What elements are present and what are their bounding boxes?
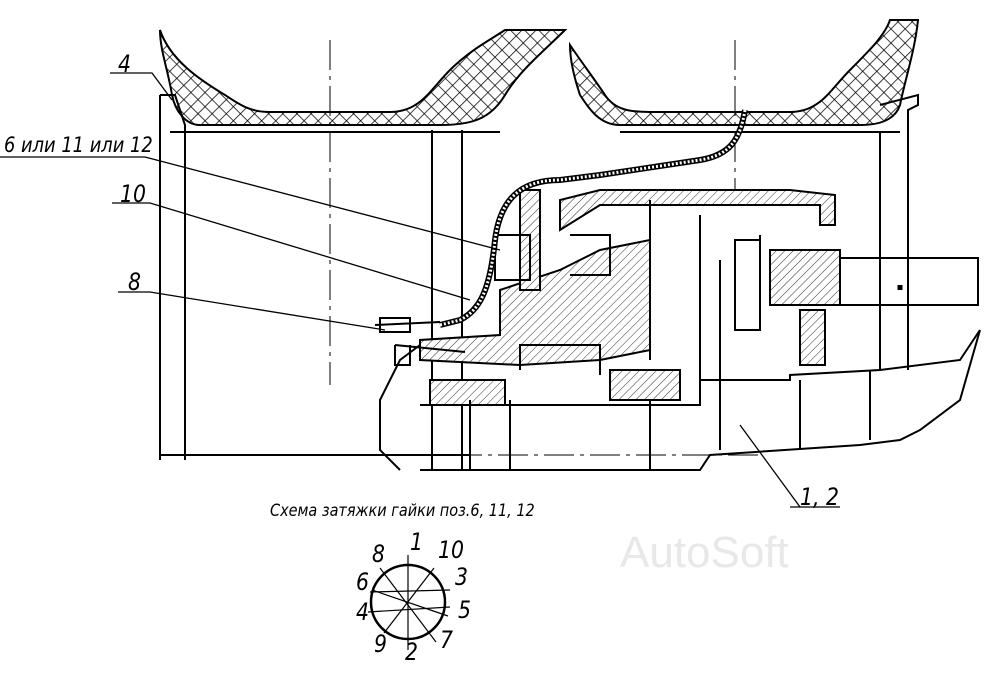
- order-label-10: 10: [438, 536, 464, 564]
- order-label-7: 7: [440, 626, 453, 654]
- watermark: AutoSoft: [620, 528, 789, 577]
- order-label-5: 5: [458, 596, 471, 624]
- right-tire: [568, 19, 920, 126]
- leader-lines: [0, 72, 840, 508]
- order-label-6: 6: [356, 568, 369, 596]
- schema-title: Схема затяжки гайки поз.6, 11, 12: [270, 501, 535, 521]
- order-label-9: 9: [374, 630, 387, 658]
- tightening-schema: [367, 555, 451, 650]
- callout-4: 4: [118, 50, 131, 78]
- order-label-8: 8: [372, 540, 385, 568]
- order-label-4: 4: [356, 598, 369, 626]
- order-label-1: 1: [410, 528, 423, 556]
- order-label-2: 2: [405, 638, 418, 666]
- callout-10: 10: [120, 180, 146, 208]
- left-tire: [159, 29, 568, 126]
- order-label-3: 3: [455, 563, 468, 591]
- callout-6-11-12: 6 или 11 или 12: [4, 133, 153, 157]
- callout-8: 8: [128, 268, 141, 296]
- callout-1-2: 1, 2: [800, 483, 839, 511]
